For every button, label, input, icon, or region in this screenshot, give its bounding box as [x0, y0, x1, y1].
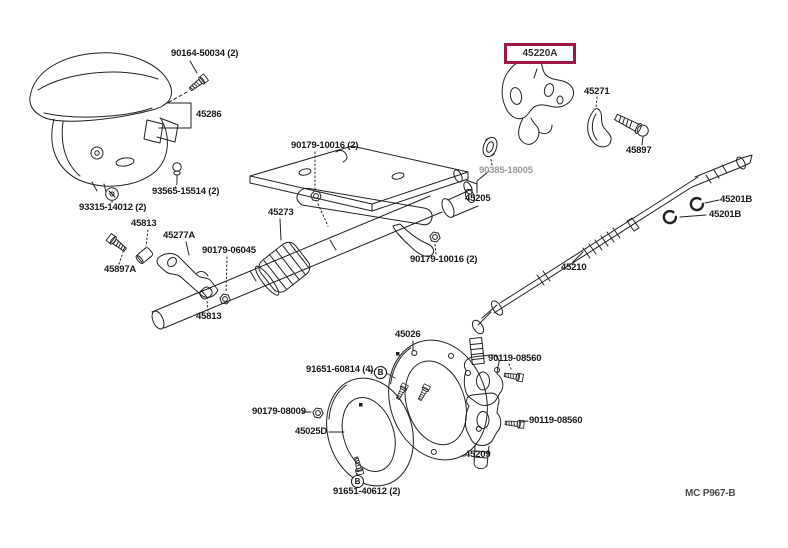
part-label-91651-40612: 91651-40612 (2) [333, 486, 401, 497]
part-label-45026: 45026 [395, 329, 421, 340]
highlighted-part-label-45220A[interactable]: 45220A [504, 43, 576, 64]
part-label-93315-14012: 93315-14012 (2) [79, 202, 147, 213]
column-assembly-art [151, 145, 479, 330]
part-label-45286: 45286 [196, 109, 222, 120]
bolt-icon [503, 370, 524, 383]
leader-clips [679, 199, 720, 218]
part-label-90179-10016-upper: 90179-10016 (2) [291, 140, 359, 151]
part-label-45897A: 45897A [104, 264, 137, 275]
hole-cover-lower-art [326, 377, 414, 487]
snap-ring-icon [660, 208, 679, 226]
leader-nuts [314, 151, 437, 255]
column-cover-art [29, 52, 179, 193]
snap-ring-icon [687, 195, 706, 213]
leader-90119-lower [520, 420, 529, 423]
grommet-screw-icon [105, 187, 119, 206]
part-label-45205: 45205 [465, 193, 491, 204]
part-label-45271: 45271 [584, 86, 610, 97]
part-label-45897: 45897 [626, 145, 652, 156]
nut-icon [428, 231, 442, 243]
stud-icon [172, 162, 182, 189]
tilt-bracket-art [501, 58, 574, 145]
figure-code: MC P967-B [685, 488, 736, 499]
part-label-90119-08560-upper: 90119-08560 [488, 353, 542, 364]
bolt-icon [504, 418, 525, 430]
nut-icon [311, 407, 325, 419]
part-label-45201B-lower: 45201B [709, 209, 742, 220]
bushing-art [465, 136, 498, 194]
screw-icon [161, 60, 210, 107]
universal-joint-art [460, 336, 504, 470]
part-label-90385-18005: 90385-18005 [479, 165, 533, 176]
part-label-45209: 45209 [465, 449, 491, 460]
tilt-lever-bracket-cluster-art [105, 229, 232, 312]
part-label-90164-50034: 90164-50034 (2) [171, 48, 239, 59]
part-label-91651-60814: 91651-60814 (4) [306, 364, 374, 375]
part-label-93565-15514: 93565-15514 (2) [152, 186, 220, 197]
part-label-45813-lower: 45813 [196, 311, 222, 322]
bolt-icon [614, 113, 649, 146]
part-label-90179-08009: 90179-08009 [252, 406, 306, 417]
part-label-45210: 45210 [561, 262, 587, 273]
main-shaft-art [471, 154, 753, 335]
leader-90119-upper [508, 363, 513, 372]
part-label-45813-upper: 45813 [131, 218, 157, 229]
tilt-lever-art [587, 96, 612, 148]
ribbed-collar-art [254, 218, 311, 296]
part-label-45201B-upper: 45201B [720, 194, 753, 205]
part-label-90119-08560-lower: 90119-08560 [529, 415, 583, 426]
marker-b-icon: B [374, 366, 387, 379]
part-label-45273: 45273 [268, 207, 294, 218]
part-label-45277A: 45277A [163, 230, 196, 241]
part-label-45025D: 45025D [295, 426, 328, 437]
part-label-90179-06045: 90179-06045 [202, 245, 256, 256]
hole-cover-upper-art [368, 339, 488, 461]
part-label-90179-10016-lower: 90179-10016 (2) [410, 254, 478, 265]
leader-45286 [158, 102, 192, 129]
marker-b-icon: B [351, 475, 364, 488]
